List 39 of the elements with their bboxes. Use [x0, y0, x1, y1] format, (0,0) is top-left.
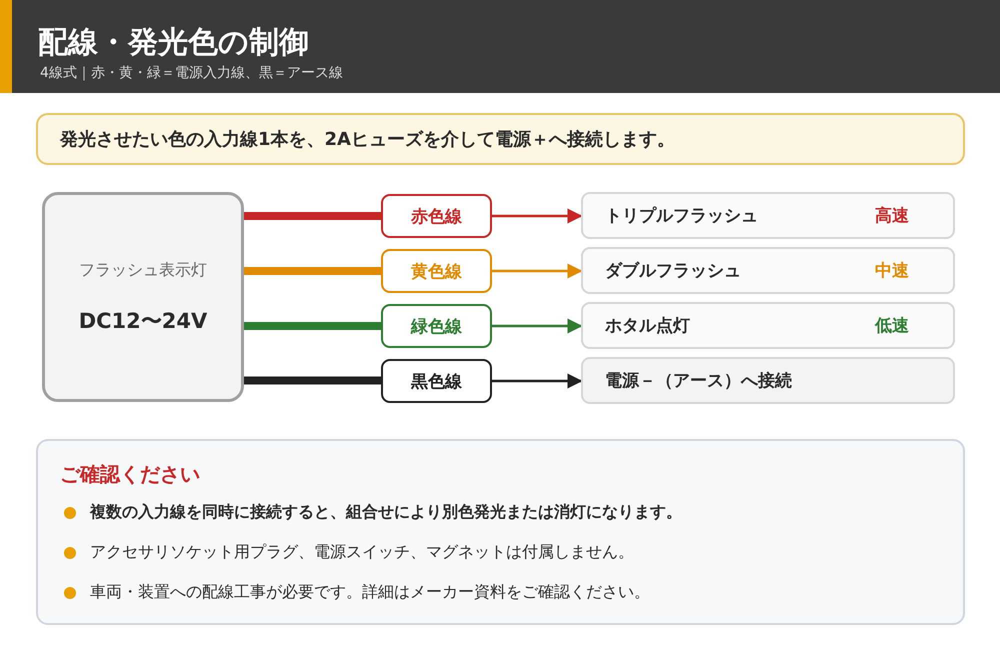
- flash-mode: 電源－（アース）へ接続: [605, 370, 792, 392]
- notice-banner: [36, 113, 965, 165]
- flash-mode: ダブルフラッシュ: [605, 260, 741, 282]
- notes-heading: ご確認ください: [60, 461, 200, 488]
- wire-label-box: [381, 249, 492, 293]
- note-text: 車両・装置への配線工事が必要です。詳細はメーカー資料をご確認ください。: [90, 581, 650, 603]
- arrow: [492, 264, 582, 278]
- flash-mode: トリプルフラッシュ: [605, 205, 758, 227]
- note-text: 複数の入力線を同時に接続すると、組合せにより別色発光または消灯になります。: [90, 501, 682, 523]
- note-text: アクセサリソケット用プラグ、電源スイッチ、マグネットは付属しません。: [90, 541, 634, 563]
- arrow: [492, 208, 582, 224]
- device-description: フラッシュ表示灯: [79, 260, 207, 280]
- wire-label: 赤色線: [411, 206, 462, 228]
- wire-label-box: [381, 194, 492, 238]
- result-box: [581, 247, 955, 294]
- wire-line: [244, 212, 381, 220]
- speed-label: 低速: [875, 315, 909, 337]
- voltage-rating: DC12〜24V: [78, 308, 208, 334]
- result-box: [581, 357, 955, 404]
- arrow: [492, 318, 582, 334]
- result-box: [581, 302, 955, 349]
- result-box: [581, 192, 955, 239]
- wire-label: 黄色線: [411, 260, 462, 282]
- wire-line: [244, 376, 381, 384]
- speed-label: 中速: [875, 260, 909, 282]
- wire-label: 黒色線: [411, 370, 462, 392]
- arrow: [492, 374, 582, 388]
- device-box: [42, 192, 244, 402]
- wire-label-box: [381, 359, 492, 403]
- wire-label-box: [381, 304, 492, 348]
- wire-line: [244, 267, 381, 275]
- wire-line: [244, 322, 381, 330]
- title: 配線・発光色の制御: [38, 24, 309, 62]
- notes-panel: [36, 439, 965, 625]
- wire-label: 緑色線: [411, 316, 462, 338]
- subtitle: 4線式｜赤・黄・緑＝電源入力線、黒＝アース線: [40, 64, 343, 82]
- flash-mode: ホタル点灯: [605, 315, 690, 337]
- instruction-text: 発光させたい色の入力線1本を、2Aヒューズを介して電源＋へ接続します。: [60, 128, 675, 151]
- speed-label: 高速: [875, 205, 909, 227]
